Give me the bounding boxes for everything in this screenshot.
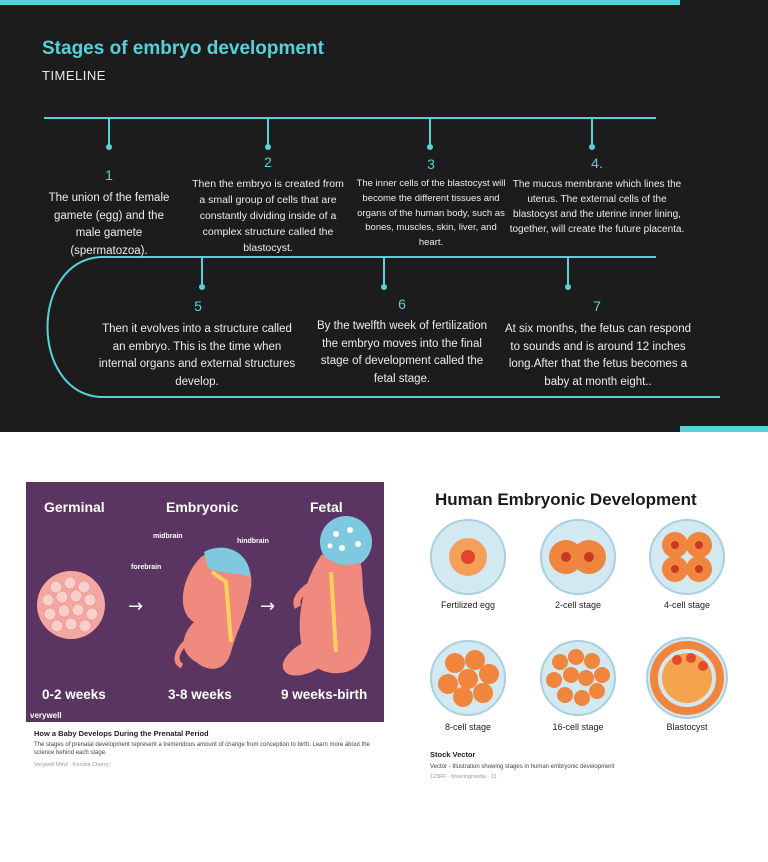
step-number-6: 6 [398, 296, 406, 312]
prenatal-caption-source[interactable]: Verywell Mind · Kendra Cherry [34, 762, 109, 768]
step-text-3: The inner cells of the blastocyst will b… [356, 178, 506, 249]
weeks-germinal: 0-2 weeks [42, 687, 106, 702]
prenatal-caption-desc: The stages of prenatal development repre… [34, 742, 370, 756]
step-text-7: At six months, the fetus can respond to … [504, 323, 692, 388]
embryo-body [182, 549, 252, 669]
step-number-1: 1 [105, 167, 113, 183]
cell-label-2-cell: 2-cell stage [554, 600, 602, 610]
step-text-2: Then the embryo is created from a small … [192, 178, 344, 254]
weeks-fetal: 9 weeks-birth [281, 687, 368, 702]
forebrain-label: forebrain [131, 564, 162, 571]
cell-label-16-cell: 16-cell stage [552, 722, 604, 732]
cell-label-fertilized-egg: Fertilized egg [440, 600, 496, 610]
cell-label-4-cell: 4-cell stage [663, 600, 711, 610]
timeline-dot [565, 284, 571, 290]
embryonic-development-card[interactable]: Human Embryonic Development Fertilized e… [425, 482, 745, 782]
prenatal-caption-title[interactable]: How a Baby Develops During the Prenatal … [34, 729, 209, 738]
hindbrain-label: hindbrain [237, 538, 269, 545]
step-number-3: 3 [427, 156, 435, 172]
four-cell [649, 519, 725, 595]
step-text-5: Then it evolves into a structure called … [98, 323, 296, 388]
step-text-4: The mucus membrane which lines the uteru… [509, 179, 685, 235]
step-number-4: 4. [591, 155, 603, 171]
midbrain-label: midbrain [153, 533, 183, 540]
embryonic-card-title: Human Embryonic Development [435, 490, 697, 509]
timeline-dot [265, 144, 271, 150]
timeline-dot [589, 144, 595, 150]
step-number-5: 5 [194, 298, 202, 314]
timeline-dot [427, 144, 433, 150]
step-number-7: 7 [593, 298, 601, 314]
embryonic-caption-title[interactable]: Stock Vector [430, 750, 476, 759]
timeline-curve [46, 256, 720, 398]
embryo-brain [204, 547, 251, 577]
cell-label-8-cell: 8-cell stage [444, 722, 492, 732]
step-text-6: By the twelfth week of fertilization the… [316, 320, 488, 385]
timeline-title: Stages of embryo development [42, 38, 324, 59]
stage-fetal-label: Fetal [310, 499, 343, 515]
embryonic-caption-source[interactable]: 123RF · blueringmedia · 11 [430, 774, 497, 780]
bottom-accent-bar [680, 426, 768, 432]
step-number-2: 2 [264, 154, 272, 170]
timeline-dot [381, 284, 387, 290]
verywell-logo: verywell [26, 710, 66, 721]
prenatal-stages-card[interactable]: Germinal Embryonic Fetal → → [26, 482, 384, 777]
step-text-1: The union of the female gamete (egg) and… [48, 192, 170, 257]
fetus-head [320, 516, 372, 568]
timeline-slide: Stages of embryo development TIMELINE 1 … [0, 0, 768, 432]
arrow-right-icon: → [128, 596, 143, 617]
arrow-right-icon: → [260, 596, 275, 617]
top-accent-bar [0, 0, 680, 5]
prenatal-stages-image: Germinal Embryonic Fetal → → [26, 482, 384, 722]
timeline-dot [199, 284, 205, 290]
cell-label-blastocyst: Blastocyst [666, 722, 708, 732]
timeline-subtitle: TIMELINE [42, 68, 106, 83]
weeks-embryonic: 3-8 weeks [168, 687, 232, 702]
embryonic-caption-desc: Vector - Illustration showing stages in … [430, 764, 615, 770]
timeline-dot [106, 144, 112, 150]
stage-germinal-label: Germinal [44, 499, 105, 515]
cell-stages-illustration [430, 519, 728, 719]
embryo-illustration: → → [37, 516, 372, 676]
timeline-lines [44, 117, 720, 398]
stage-embryonic-label: Embryonic [166, 499, 239, 515]
